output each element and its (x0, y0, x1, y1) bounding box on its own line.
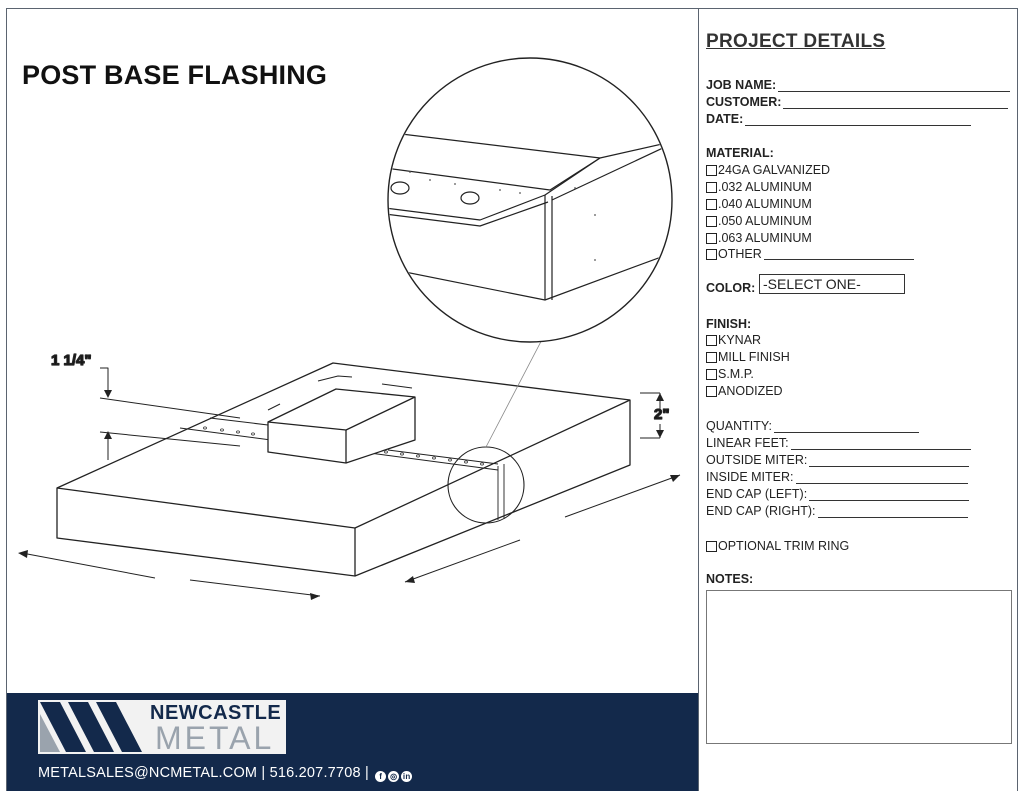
date-line[interactable] (745, 114, 972, 126)
page-title: POST BASE FLASHING (22, 60, 328, 90)
quantity-label: QUANTITY: (706, 419, 772, 433)
material-option[interactable]: .040 ALUMINUM (706, 197, 812, 211)
material-option[interactable]: .050 ALUMINUM (706, 214, 812, 228)
end-cap-right-label: END CAP (RIGHT): (706, 504, 816, 518)
checkbox-icon[interactable] (706, 164, 717, 176)
material-option[interactable]: .032 ALUMINUM (706, 180, 812, 194)
finish-option-label: MILL FINISH (718, 350, 790, 364)
brand-bottom: METAL (155, 720, 275, 756)
material-option-label: 24GA GALVANIZED (718, 163, 831, 177)
post-base-drawing: 1 1/4" 2" (18, 57, 681, 600)
material-option-label: OTHER (718, 247, 762, 261)
checkbox-icon[interactable] (706, 181, 717, 193)
optional-trim-ring[interactable]: OPTIONAL TRIM RING (706, 539, 849, 553)
material-option-label: .040 ALUMINUM (718, 197, 812, 211)
job-name-label: JOB NAME: (706, 78, 777, 92)
color-label: COLOR: (706, 281, 756, 295)
height-dimension: 2" (654, 406, 669, 423)
end-cap-left-field[interactable]: END CAP (LEFT): (706, 487, 970, 501)
date-label: DATE: (706, 112, 744, 126)
material-option[interactable]: .063 ALUMINUM (706, 231, 812, 245)
inside-miter-field[interactable]: INSIDE MITER: (706, 470, 968, 484)
material-option-label: .063 ALUMINUM (718, 231, 812, 245)
checkbox-icon[interactable] (706, 215, 717, 227)
contact-info: METALSALES@NCMETAL.COM | 516.207.7708 | … (38, 765, 413, 782)
linear-feet-field[interactable]: LINEAR FEET: (706, 436, 971, 450)
customer-line[interactable] (783, 97, 1009, 109)
contact-text: METALSALES@NCMETAL.COM | 516.207.7708 | (38, 765, 369, 781)
checkbox-icon[interactable] (706, 368, 717, 380)
linear-feet-label: LINEAR FEET: (706, 436, 789, 450)
inside-miter-label: INSIDE MITER: (706, 470, 794, 484)
other-line[interactable] (763, 249, 914, 260)
inside-miter-line[interactable] (795, 472, 968, 484)
customer-label: CUSTOMER: (706, 95, 782, 109)
job-name-line[interactable] (778, 80, 1011, 92)
notes-label: NOTES: (706, 572, 754, 586)
material-option-label: .050 ALUMINUM (718, 214, 812, 228)
logo (38, 700, 286, 754)
instagram-icon[interactable]: ◎ (388, 771, 400, 782)
checkbox-icon[interactable] (706, 232, 717, 244)
outside-miter-field[interactable]: OUTSIDE MITER: (706, 453, 970, 467)
end-cap-left-label: END CAP (LEFT): (706, 487, 808, 501)
end-cap-left-line[interactable] (809, 489, 970, 501)
finish-option-label: ANODIZED (718, 384, 783, 398)
outside-miter-label: OUTSIDE MITER: (706, 453, 808, 467)
finish-option[interactable]: ANODIZED (706, 384, 783, 398)
quantity-line[interactable] (773, 421, 919, 433)
brand-top: NEWCASTLE (150, 702, 282, 724)
material-option-label: .032 ALUMINUM (718, 180, 812, 194)
finish-label: FINISH: (706, 317, 752, 331)
notes-box[interactable] (706, 590, 1012, 744)
checkbox-icon[interactable] (706, 248, 717, 260)
customer-field[interactable]: CUSTOMER: (706, 95, 1009, 109)
project-details-title: PROJECT DETAILS (706, 31, 886, 52)
end-cap-right-line[interactable] (817, 506, 968, 518)
job-name-field[interactable]: JOB NAME: (706, 78, 1011, 92)
facebook-icon[interactable]: f (375, 771, 387, 782)
checkbox-icon[interactable] (706, 540, 717, 552)
material-option[interactable]: 24GA GALVANIZED (706, 163, 830, 177)
material-option-other[interactable]: OTHER (706, 247, 914, 261)
checkbox-icon[interactable] (706, 198, 717, 210)
panel-divider (698, 8, 699, 791)
color-select[interactable]: -SELECT ONE- (759, 274, 905, 294)
finish-option[interactable]: S.M.P. (706, 367, 754, 381)
linkedin-icon[interactable]: in (401, 771, 413, 782)
finish-option[interactable]: MILL FINISH (706, 350, 790, 364)
page-frame (6, 8, 1018, 791)
optional-trim-ring-label: OPTIONAL TRIM RING (718, 539, 850, 553)
end-cap-right-field[interactable]: END CAP (RIGHT): (706, 504, 968, 518)
quantity-field[interactable]: QUANTITY: (706, 419, 919, 433)
flange-dimension: 1 1/4" (51, 352, 91, 369)
checkbox-icon[interactable] (706, 334, 717, 346)
finish-option[interactable]: KYNAR (706, 333, 761, 347)
date-field[interactable]: DATE: (706, 112, 972, 126)
outside-miter-line[interactable] (809, 455, 970, 467)
linear-feet-line[interactable] (790, 438, 971, 450)
newcastle-logo-icon (40, 702, 142, 752)
finish-option-label: KYNAR (718, 333, 762, 347)
checkbox-icon[interactable] (706, 351, 717, 363)
material-label: MATERIAL: (706, 146, 774, 160)
finish-option-label: S.M.P. (718, 367, 754, 381)
checkbox-icon[interactable] (706, 385, 717, 397)
